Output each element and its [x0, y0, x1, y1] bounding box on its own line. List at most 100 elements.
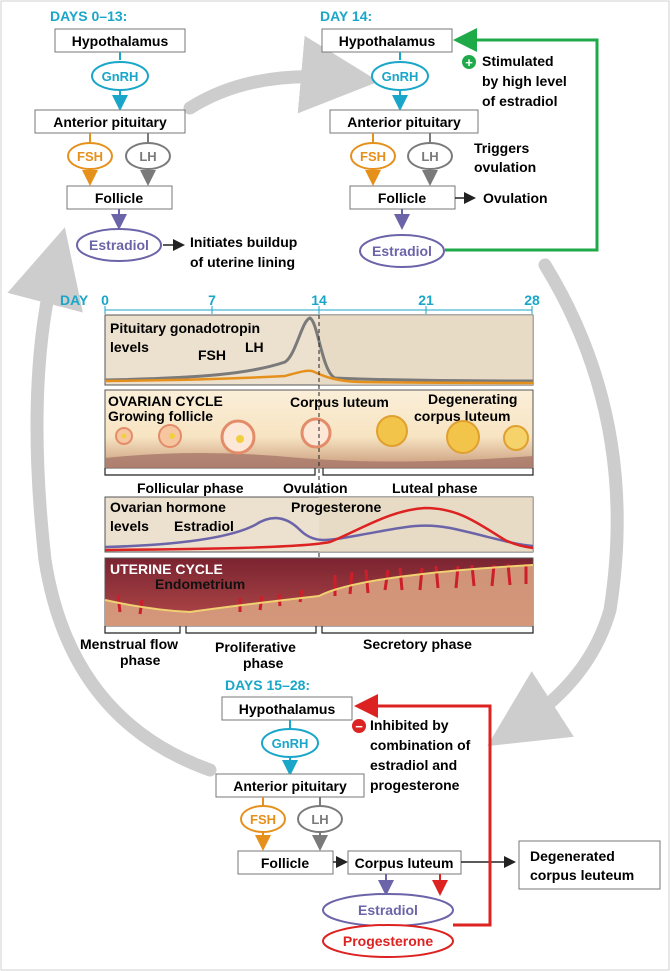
menstrual-line2: phase	[120, 652, 161, 668]
stimulated-line2: by high level	[482, 73, 567, 89]
secretory-phase-label: Secretory phase	[363, 636, 472, 652]
menstrual-line1: Menstrual flow	[80, 636, 178, 652]
anterior-pituitary-label: Anterior pituitary	[53, 114, 167, 130]
estradiol-label: Estradiol	[372, 243, 432, 259]
positive-feedback-arrow	[445, 28, 599, 252]
anterior-pituitary-box	[329, 109, 479, 134]
hypothalamus-box	[221, 696, 353, 721]
ovulation-label: Ovulation	[483, 190, 548, 206]
hormone-title-line2: levels	[110, 518, 149, 534]
anterior-pituitary-box	[34, 109, 186, 134]
endometrium-label: Endometrium	[155, 576, 245, 592]
lh-label: LH	[421, 149, 438, 164]
hormone-panel: Ovarian hormone levels Estradiol Progest…	[104, 496, 534, 553]
fsh-curve-label: FSH	[198, 347, 226, 363]
ovarian-panel: OVARIAN CYCLE Growing follicle Corpus lu…	[104, 315, 534, 560]
follicle-label: Follicle	[261, 855, 309, 871]
degenerated-line1: Degenerated	[530, 848, 615, 864]
cycle-arrow-top	[183, 35, 379, 115]
estradiol-curve	[104, 516, 534, 549]
anterior-pituitary-label: Anterior pituitary	[233, 778, 347, 794]
luteal-phase-label: Luteal phase	[392, 480, 478, 496]
follicular-phase-label: Follicular phase	[137, 480, 244, 496]
follicle-illustrations	[115, 415, 529, 455]
ovarian-cycle-title: OVARIAN CYCLE	[108, 393, 223, 409]
day-tick-0: 0	[101, 292, 109, 308]
days-0-13-header: DAYS 0–13:	[50, 8, 127, 24]
cycle-arrow-left	[7, 227, 217, 777]
day-tick-28: 28	[524, 292, 540, 308]
days-0-13-section: DAYS 0–13: Hypothalamus GnRH Anterior pi…	[34, 8, 297, 270]
estradiol-ellipse	[359, 234, 445, 268]
progesterone-label: Progesterone	[343, 933, 433, 949]
hypothalamus-box	[321, 28, 453, 53]
inhibited-line4: progesterone	[370, 777, 460, 793]
day-timeline: DAY 0 7 14 21 28	[60, 292, 540, 314]
initiates-note-line2: of uterine lining	[190, 254, 295, 270]
plus-sign: +	[465, 55, 473, 70]
triggers-line1: Triggers	[474, 140, 529, 156]
proliferative-line1: Proliferative	[215, 639, 296, 655]
day-tick-21: 21	[418, 292, 434, 308]
fsh-label: FSH	[360, 149, 386, 164]
initiates-note-line1: Initiates buildup	[190, 234, 297, 250]
degenerating-line2: corpus luteum	[414, 408, 510, 424]
hypothalamus-label: Hypothalamus	[72, 33, 169, 49]
days-15-28-section: DAYS 15–28: Hypothalamus GnRH Anterior p…	[215, 677, 661, 958]
cycle-arrows	[7, 35, 624, 777]
growing-follicle-label: Growing follicle	[108, 408, 213, 424]
day-tick-14: 14	[311, 292, 327, 308]
gnrh-label: GnRH	[102, 69, 139, 84]
hypothalamus-label: Hypothalamus	[239, 701, 336, 717]
lh-label: LH	[139, 149, 156, 164]
proliferative-line2: phase	[243, 655, 284, 671]
progesterone-ellipse	[322, 924, 454, 958]
ovulation-phase-label: Ovulation	[283, 480, 348, 496]
stimulated-line1: Stimulated	[482, 53, 554, 69]
progesterone-curve-label: Progesterone	[291, 499, 381, 515]
minus-icon	[352, 719, 366, 733]
lh-curve	[104, 316, 534, 383]
follicle-label: Follicle	[378, 190, 426, 206]
anterior-pituitary-label: Anterior pituitary	[347, 114, 461, 130]
corpus-luteum-label: Corpus luteum	[290, 394, 389, 410]
follicle-label: Follicle	[95, 190, 143, 206]
cycle-arrow-right	[487, 258, 624, 747]
estradiol-label: Estradiol	[89, 237, 149, 253]
hormone-title-line1: Ovarian hormone	[110, 499, 226, 515]
hypothalamus-label: Hypothalamus	[339, 33, 436, 49]
inhibited-line2: combination of	[370, 737, 471, 753]
day-14-header: DAY 14:	[320, 8, 372, 24]
corpus-luteum-label: Corpus luteum	[355, 855, 454, 871]
days-15-28-header: DAYS 15–28:	[225, 677, 310, 693]
inhibited-line1: Inhibited by	[370, 717, 449, 733]
day-14-section: DAY 14: Hypothalamus GnRH Anterior pitui…	[320, 8, 599, 268]
degenerated-box	[518, 840, 661, 890]
degenerated-line2: corpus leuteum	[530, 867, 634, 883]
anterior-pituitary-box	[215, 773, 365, 798]
day-tick-7: 7	[208, 292, 216, 308]
fsh-curve	[104, 369, 534, 385]
stimulated-line3: of estradiol	[482, 93, 557, 109]
lh-curve-label: LH	[245, 339, 264, 355]
uterine-panel: UTERINE CYCLE Endometrium Menstrual flow…	[80, 557, 534, 671]
negative-feedback-arrow	[354, 694, 492, 927]
degenerating-line1: Degenerating	[428, 391, 517, 407]
gonadotropin-title-line1: Pituitary gonadotropin	[110, 320, 260, 336]
estradiol-label: Estradiol	[358, 902, 418, 918]
gnrh-label: GnRH	[382, 69, 419, 84]
gnrh-label: GnRH	[272, 736, 309, 751]
day-axis-label: DAY	[60, 292, 89, 308]
estradiol-curve-label: Estradiol	[174, 518, 234, 534]
uterine-cycle-title: UTERINE CYCLE	[110, 561, 223, 577]
minus-sign: −	[355, 719, 363, 734]
estradiol-ellipse	[76, 228, 162, 262]
triggers-line2: ovulation	[474, 159, 536, 175]
plus-icon	[462, 55, 476, 69]
lh-label: LH	[311, 812, 328, 827]
inhibited-line3: estradiol and	[370, 757, 457, 773]
gonadotropin-title-line2: levels	[110, 339, 149, 355]
endometrium-glands	[116, 563, 528, 615]
